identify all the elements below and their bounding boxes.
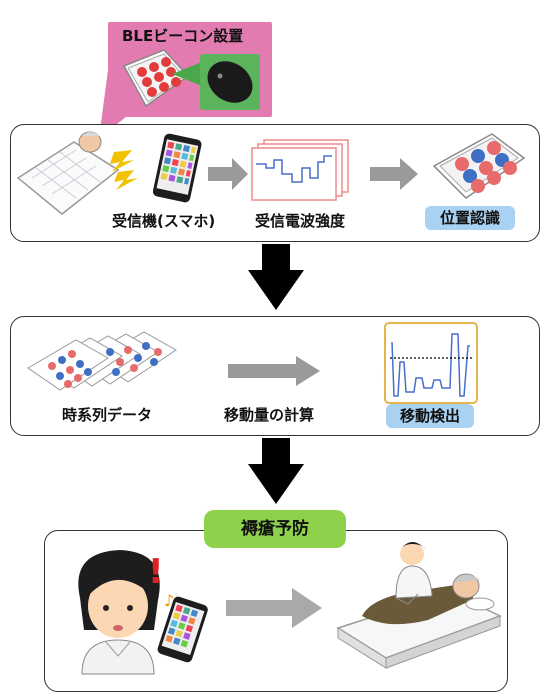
arrow-phone-to-signal <box>208 158 248 190</box>
timeseries-label: 時系列データ <box>62 406 153 424</box>
movement-calc-label: 移動量の計算 <box>224 406 315 424</box>
signal-strength-graph <box>251 139 349 201</box>
caregiver-repositioning-icon <box>336 542 502 669</box>
beacon-title: BLEビーコン設置 <box>122 27 244 45</box>
arrow-alert-to-care <box>226 588 322 628</box>
svg-text:♪: ♪ <box>164 591 174 610</box>
exclamation-icon: ! <box>148 552 164 592</box>
pressure-ulcer-prevention-pill: 褥瘡予防 <box>204 510 346 548</box>
beacon-device-icon <box>172 54 260 110</box>
movement-detection-pill: 移動検出 <box>386 404 474 428</box>
position-tray-icon <box>432 133 526 199</box>
flow-arrow-down-2 <box>248 438 304 504</box>
flow-arrow-down-1 <box>248 244 304 310</box>
ringing-phone-icon: ♪ <box>157 591 208 663</box>
patient-in-bed-icon <box>16 131 120 215</box>
beacon-tray-icon <box>122 49 190 108</box>
receiver-label: 受信機(スマホ) <box>112 212 216 230</box>
arrow-signal-to-position <box>370 158 418 190</box>
movement-detection-graph <box>384 322 478 404</box>
signal-strength-label: 受信電波強度 <box>255 212 346 230</box>
arrow-timeseries-to-calc <box>228 356 320 386</box>
nurse-icon <box>78 550 160 675</box>
timeseries-trays-icon <box>27 331 177 391</box>
signal-lightning-icon <box>110 150 138 190</box>
position-recognition-pill: 位置認識 <box>425 206 515 230</box>
smartphone-icon <box>152 133 202 203</box>
